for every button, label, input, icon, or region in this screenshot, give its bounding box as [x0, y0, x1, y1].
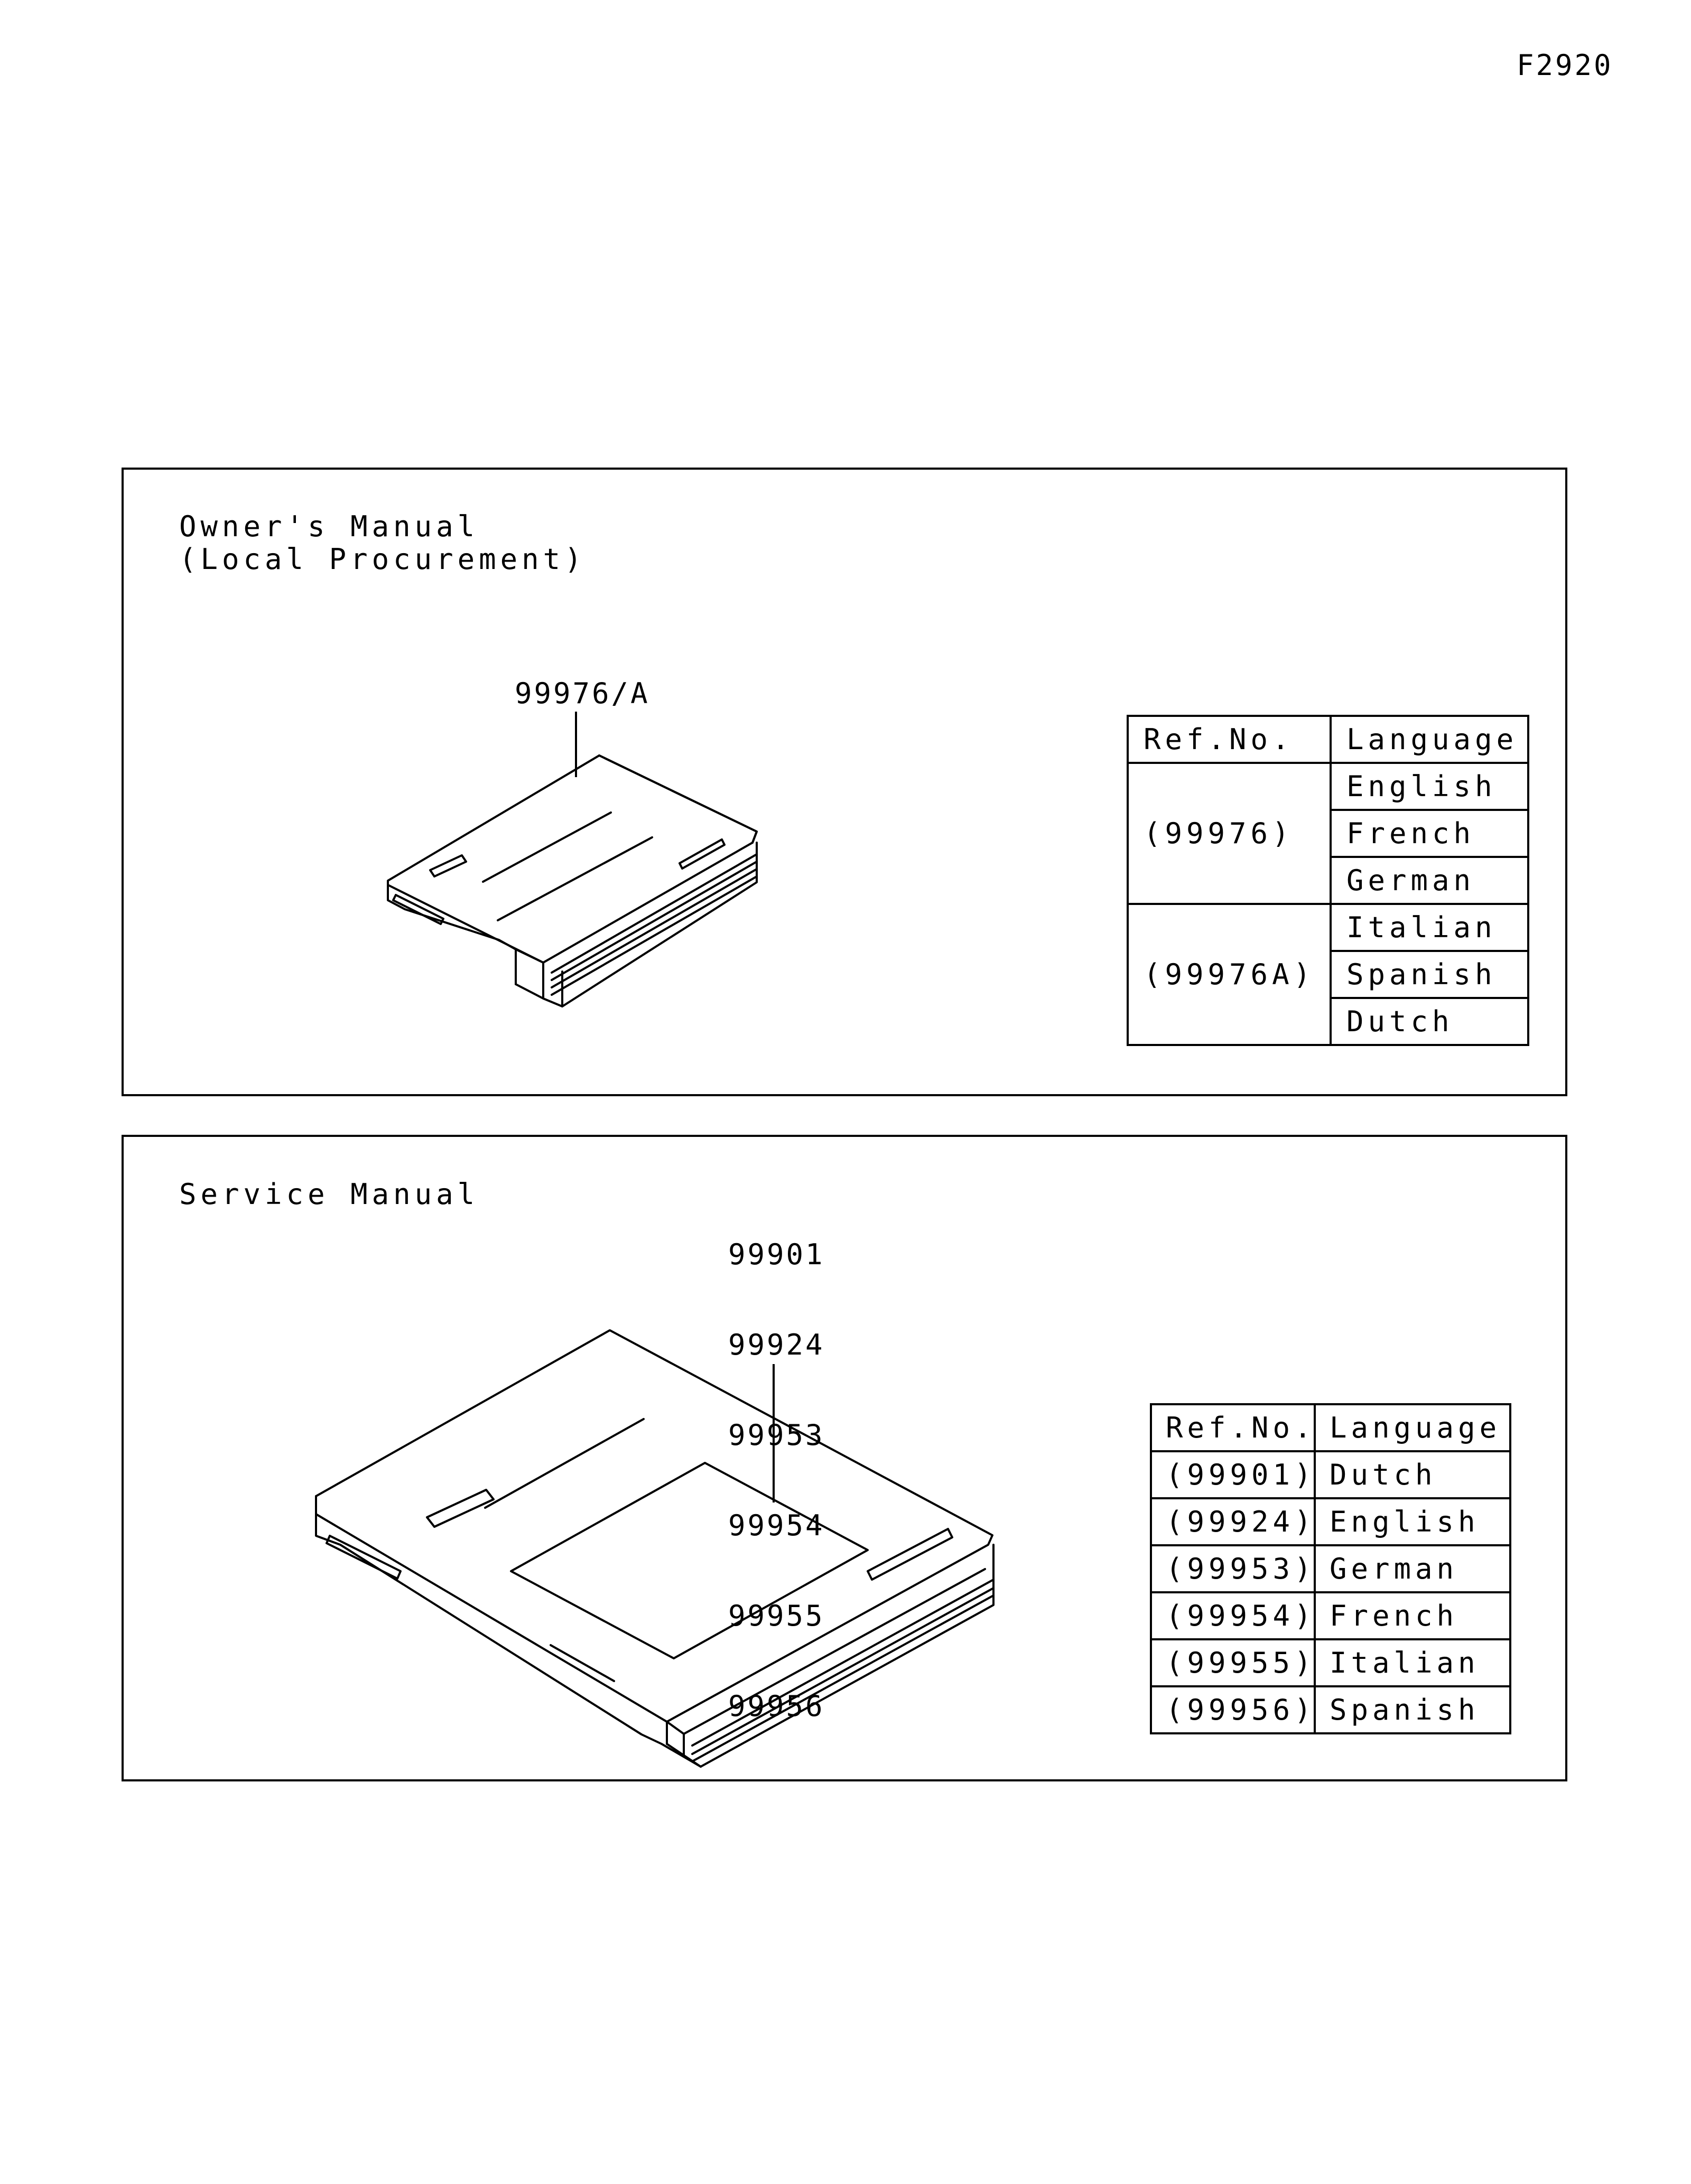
table-row: Spanish [1128, 950, 1529, 999]
owners-manual-language-table: Ref.No. Language (99976) English French … [1127, 715, 1529, 1046]
language-cell: German [1314, 1544, 1511, 1593]
ref-no-cell: (99976A) [1127, 903, 1332, 1046]
owners-manual-subtitle: (Local Procurement) [179, 543, 586, 576]
owners-manual-leader-line [575, 712, 577, 777]
language-cell: Spanish [1330, 950, 1529, 999]
ref-no-cell: (99976) [1127, 762, 1332, 905]
language-cell: Dutch [1314, 1450, 1511, 1499]
callout-part-number: 99901 [728, 1238, 825, 1271]
table-header-row: Ref.No. Language [1127, 715, 1529, 764]
table-row: (99976A) Italian [1127, 903, 1529, 1046]
language-cell: English [1314, 1497, 1511, 1546]
ref-no-cell: (99955) [1150, 1638, 1316, 1687]
language-cell: French [1314, 1591, 1511, 1640]
language-cell: Italian [1330, 903, 1529, 952]
table-row: (99953) German [1150, 1544, 1511, 1593]
table-row: (99901) Dutch [1150, 1450, 1511, 1499]
owners-manual-callout: 99976/A [515, 677, 650, 710]
language-header: Language [1330, 715, 1529, 764]
language-header: Language [1314, 1403, 1511, 1452]
callout-part-number: 99955 [728, 1599, 825, 1632]
ref-no-cell: (99956) [1150, 1685, 1316, 1734]
service-manual-book-illustration [315, 1329, 995, 1768]
owners-manual-title: Owner's Manual [179, 510, 479, 543]
figure-code: F2920 [1517, 49, 1613, 82]
table-row: (99955) Italian [1150, 1638, 1511, 1687]
service-manual-panel: Service Manual 99901 99924 99953 99954 9… [122, 1135, 1567, 1781]
table-row: Dutch [1128, 997, 1529, 1046]
language-cell: Italian [1314, 1638, 1511, 1687]
table-row: (99954) French [1150, 1591, 1511, 1640]
table-header-row: Ref.No. Language [1150, 1403, 1511, 1452]
callout-part-number: 99924 [728, 1328, 825, 1361]
owners-manual-book-illustration [387, 754, 758, 1007]
owners-manual-book-cover [387, 754, 758, 964]
service-manual-book-cover [315, 1329, 993, 1723]
language-cell: French [1330, 809, 1529, 858]
language-cell: Spanish [1314, 1685, 1511, 1734]
ref-no-header: Ref.No. [1127, 715, 1332, 764]
ref-no-cell: (99953) [1150, 1544, 1316, 1593]
service-manual-title: Service Manual [179, 1178, 479, 1211]
ref-no-cell: (99901) [1150, 1450, 1316, 1499]
service-manual-language-table: Ref.No. Language (99901) Dutch (99924) E… [1150, 1403, 1511, 1734]
language-cell: Dutch [1330, 997, 1529, 1046]
table-row: French [1128, 809, 1529, 858]
table-row: (99924) English [1150, 1497, 1511, 1546]
ref-no-cell: (99924) [1150, 1497, 1316, 1546]
ref-no-header: Ref.No. [1150, 1403, 1316, 1452]
table-row: (99976) English [1127, 762, 1529, 905]
owners-manual-panel: Owner's Manual (Local Procurement) 99976… [122, 468, 1567, 1096]
language-cell: English [1330, 762, 1529, 811]
table-row: German [1128, 856, 1529, 905]
language-cell: German [1330, 856, 1529, 905]
table-row: (99956) Spanish [1150, 1685, 1511, 1734]
service-manual-leader-line [773, 1364, 775, 1502]
ref-no-cell: (99954) [1150, 1591, 1316, 1640]
callout-part-number: 99954 [728, 1509, 825, 1542]
